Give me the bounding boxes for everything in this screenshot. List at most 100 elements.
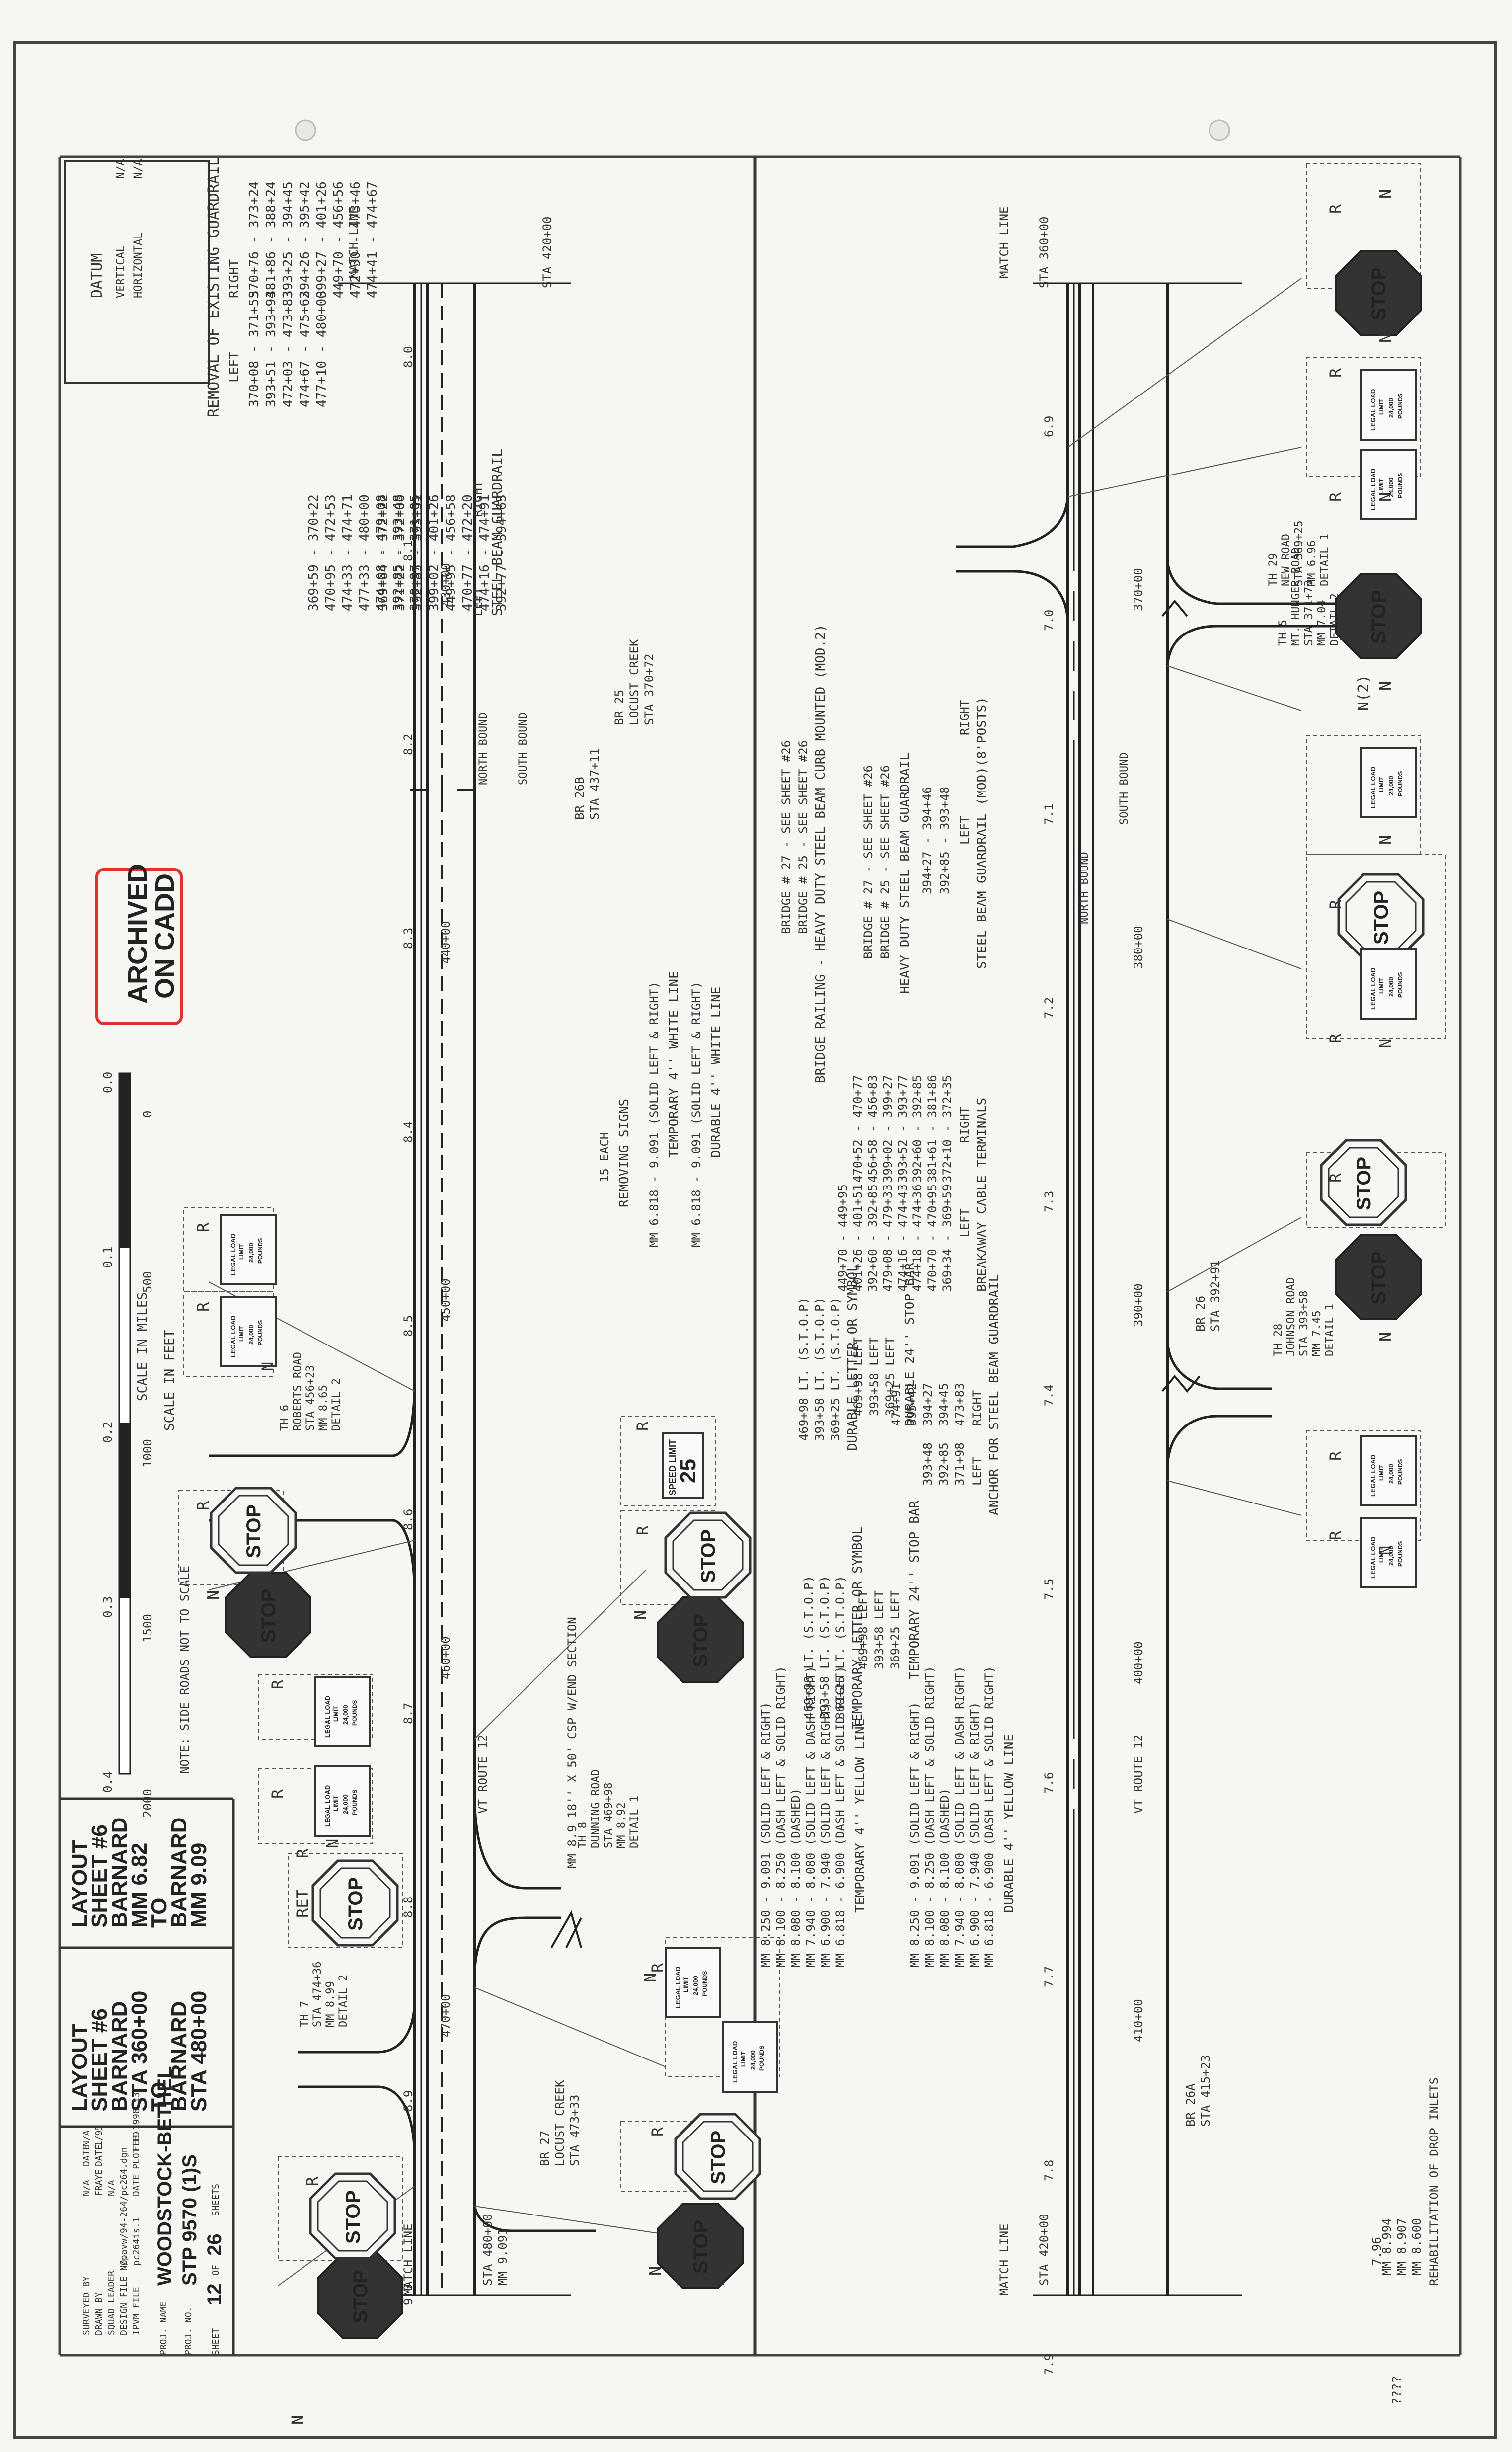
r-marker: R <box>303 2176 322 2186</box>
removing-signs-title: REMOVING SIGNS <box>617 1099 632 1207</box>
load-sign-value: 24,000 <box>247 1243 255 1263</box>
block-date-label: DATE <box>81 2145 92 2166</box>
scale-feet-label: SCALE IN FEET <box>162 1330 177 1431</box>
guardrail-removal-left-header: LEFT <box>227 351 242 383</box>
title-left-line: SHEET #6 <box>87 1824 112 1928</box>
guardrail-removal-left-row: 474+67 - 475+62 <box>298 291 312 407</box>
south-bound-right: SOUTH BOUND <box>1118 752 1131 825</box>
load-sign-title: LEGAL LOAD <box>674 1967 681 2008</box>
r-marker: R <box>1326 1173 1345 1183</box>
guardrail-removal-left-row: 477+10 - 480+00 <box>314 291 329 407</box>
side-road-label: DETAIL 2 <box>330 1378 343 1431</box>
stop-sign-text: STOP <box>690 1614 712 1667</box>
station-bottom: 430+00 <box>439 563 453 606</box>
drop-inlet-item: MM 8.600 <box>1410 2218 1424 2276</box>
scale-feet-tick: 2000 <box>141 1789 154 1818</box>
milemarker-top: 7.3 <box>1042 1191 1056 1212</box>
station-bottom: 440+00 <box>439 921 453 964</box>
anchor-right-row: 394+45 <box>937 1383 951 1426</box>
title-right-line: STA 360+00 <box>127 1991 151 2112</box>
guardrail-removal-right-row: 381+86 - 388+24 <box>264 181 279 298</box>
steel-beam-left-row: 369+59 - 370+22 <box>306 494 321 611</box>
durable-white-item: MM 6.818 - 9.091 (SOLID LEFT & RIGHT) <box>689 981 703 1247</box>
block-sheets: SHEETS <box>211 2184 221 2216</box>
load-sign-pounds: POUNDS <box>701 1971 708 1996</box>
load-sign-pounds: POUNDS <box>1397 771 1404 796</box>
steel-beam-left-row: 370+97 - 371+05 <box>408 494 423 611</box>
temp-yellow-item: MM 8.080 - 8.100 (DASHED) <box>789 1788 803 1968</box>
anchor-left-row: 371+98 <box>953 1442 967 1486</box>
load-sign-value: 24,000 <box>1387 1546 1395 1566</box>
load-sign-title: LEGAL LOAD <box>1369 1455 1377 1497</box>
steel-beam-left-row: 392+85 - 393+48 <box>391 494 406 611</box>
load-sign-limit: LIMIT <box>332 1706 339 1722</box>
side-road-label: STA 469+98 <box>603 1783 615 1848</box>
datum-box <box>64 160 210 384</box>
block-ipvm-label: IPVM FILE <box>131 2287 142 2335</box>
temp-yellow-item: MM 7.940 - 8.080 (SOLID LEFT & DASH RIGH… <box>804 1666 818 1968</box>
load-sign-limit: LIMIT <box>238 1244 245 1260</box>
steel-beam-right-row: 392+85 - 393+51 <box>410 494 425 611</box>
bridge-label-name: BR 26A <box>1184 2083 1198 2127</box>
block-squad-label: SQUAD LEADER <box>106 2271 117 2335</box>
load-sign-title: LEGAL LOAD <box>229 1316 237 1357</box>
r-marker: R <box>1326 1451 1345 1461</box>
guardrail-removal-right-row: 394+26 - 395+42 <box>298 181 312 298</box>
title-left-line: TO <box>147 1898 171 1928</box>
temp-stop-bar-item: 369+25 LEFT <box>888 1590 902 1669</box>
milemarker-bottom: 9.0 <box>401 2284 415 2305</box>
bridge-label-name: BR 26 <box>1194 1296 1208 1332</box>
milemarker-bottom: 8.1 <box>401 540 415 561</box>
station-bottom: 470+00 <box>439 1994 453 2037</box>
durable-yellow-item: MM 6.900 - 7.940 (SOLID LEFT & RIGHT) <box>968 1702 982 1968</box>
n-marker: N <box>641 1973 660 1982</box>
scale-feet-tick: 500 <box>141 1271 154 1293</box>
block-drawn-label: DRAWN BY <box>94 2292 104 2335</box>
load-sign-pounds: POUNDS <box>351 1700 358 1726</box>
milemarker-bottom: 8.9 <box>401 2090 415 2112</box>
load-sign-title: LEGAL LOAD <box>731 2041 739 2083</box>
load-sign-value: 24,000 <box>247 1325 255 1345</box>
load-sign-value: 24,000 <box>749 2050 756 2070</box>
drop-inlet-unknown: ???? <box>1390 2376 1404 2405</box>
r-marker: R <box>648 2127 667 2136</box>
block-projno: STP 9570 (1)S <box>179 2154 201 2286</box>
steel-beam-right-row: 399+02 - 401+26 <box>427 494 442 611</box>
block-na: N/A <box>106 2180 117 2196</box>
match-line-bottom: MATCH LINE <box>997 2224 1011 2296</box>
load-sign-value: 24,000 <box>1387 398 1395 418</box>
scale-mile-tick: 0.3 <box>101 1596 115 1618</box>
n-marker: N <box>258 1362 277 1371</box>
modified-guardrail-right-header: RIGHT <box>958 700 972 735</box>
side-road-label: STA 456+23 <box>304 1365 317 1431</box>
bridge-label-sta: STA 437+11 <box>588 748 602 820</box>
load-sign-pounds: POUNDS <box>351 1790 358 1815</box>
station-top: 380+00 <box>1132 926 1145 969</box>
stop-bar-item: 469+98 LEFT <box>851 1337 865 1416</box>
load-sign-title: LEGAL LOAD <box>1369 389 1377 431</box>
side-road-label: NEW ROAD <box>1280 534 1292 586</box>
anchor-right-row: 474+91 <box>889 1383 903 1426</box>
block-sheet-no: 12 <box>204 2284 226 2306</box>
n-marker: N <box>1376 1546 1395 1555</box>
guardrail-removal-left-row: 393+51 - 393+94 <box>264 291 279 407</box>
side-road-label: MM 8.92 <box>615 1802 628 1848</box>
temp-yellow-item: MM 8.100 - 8.250 (DASH LEFT & SOLID RIGH… <box>774 1666 788 1968</box>
modified-guardrail-title: STEEL BEAM GUARDRAIL (MOD)(8'POSTS) <box>975 697 989 969</box>
stop-sign-text: STOP <box>243 1504 265 1558</box>
steel-beam-right-row: 371+22 - 372+00 <box>393 494 408 611</box>
load-sign-limit: LIMIT <box>1378 777 1385 792</box>
load-sign-title: LEGAL LOAD <box>324 1696 331 1738</box>
milemarker-top: 7.5 <box>1042 1579 1056 1600</box>
stop-bar-item: 393+58 LEFT <box>867 1337 881 1416</box>
anchor-right-header: RIGHT <box>970 1390 984 1426</box>
side-road-label: TH 6 <box>279 1405 291 1431</box>
load-sign-limit: LIMIT <box>682 1977 689 1992</box>
milemarker-top: 6.9 <box>1042 416 1056 437</box>
steel-beam-title: STEEL BEAM GUARDRAIL <box>489 449 505 616</box>
block-ipvm-value: pc264is.1 <box>131 2217 142 2266</box>
n-marker: N <box>1376 333 1395 343</box>
side-road-label: STA 369+25 <box>1293 521 1305 586</box>
side-road-label: TH 7 <box>299 2001 311 2027</box>
load-sign-title: LEGAL LOAD <box>229 1234 237 1275</box>
